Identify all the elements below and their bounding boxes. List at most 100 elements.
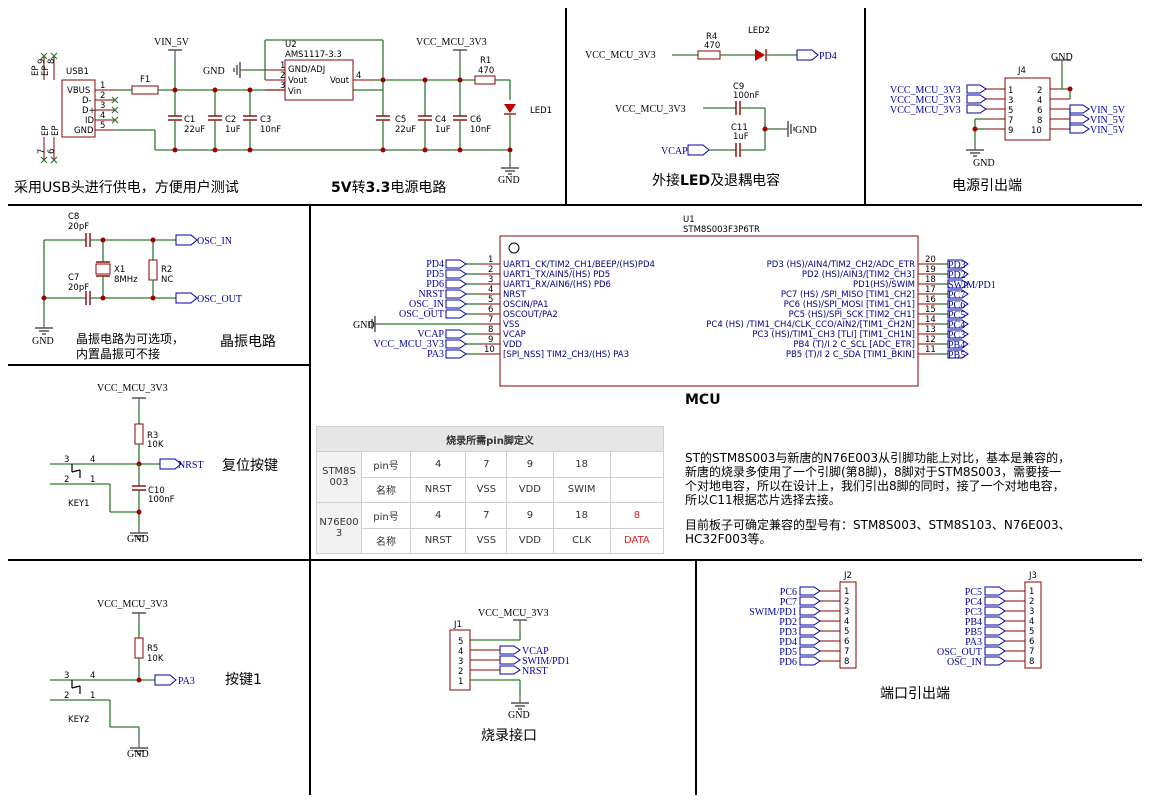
usb-ep-top-n8: 8 xyxy=(47,59,57,64)
mcu-pin-name: UART1_TX/AIN5/(HS) PD5 xyxy=(503,270,610,280)
mcu-net-label: PC6 xyxy=(948,300,965,311)
j4-net-r1: VIN_5V xyxy=(1090,105,1126,116)
c2-ref: C2 xyxy=(225,115,236,125)
c9-val: 100nF xyxy=(733,91,760,101)
prog-caption: 烧录接口 xyxy=(481,727,537,744)
port-net-label: PB4 xyxy=(965,617,982,628)
port-pin-num: 4 xyxy=(1029,617,1034,627)
j1-ref: J1 xyxy=(453,620,462,630)
usb-pin-dm: D- xyxy=(82,96,92,106)
mcu-pin-num: 8 xyxy=(488,325,493,335)
x1-val: 8MHz xyxy=(114,275,138,285)
osc-in-label: OSC_IN xyxy=(197,236,232,247)
programming-header-section: VCC_MCU_3V3 J1 5 4 3 2 1 VCAP SWIM/PD1 N… xyxy=(449,608,570,744)
usb-pin-gnd: GND xyxy=(74,126,94,136)
j4-ref: J4 xyxy=(1017,66,1026,76)
port-net-label: PB5 xyxy=(965,627,982,638)
c4-val: 1uF xyxy=(435,125,451,135)
j4-net-l1: VCC_MCU_3V3 xyxy=(890,85,961,96)
note-1-line-2: 新唐的烧录多使用了一个引脚(第8脚)，8脚对于STM8S003，需要接一 xyxy=(685,464,1061,479)
usb-num-1: 1 xyxy=(100,81,105,91)
port-pin-num: 1 xyxy=(1029,587,1034,597)
port-net-tag xyxy=(799,636,821,646)
mcu-pin-num: 10 xyxy=(484,345,495,355)
pd4-net-tag xyxy=(796,49,819,61)
pin-table-cell: 9 xyxy=(506,502,554,529)
j1-num-4: 4 xyxy=(458,647,463,657)
crystal-caption: 晶振电路 xyxy=(220,334,276,350)
c9-ref: C9 xyxy=(733,82,744,92)
c10-val: 100nF xyxy=(148,495,175,505)
usb-caption: 采用USB头进行供电，方便用户测试 xyxy=(14,179,239,196)
vcc33-label-reset: VCC_MCU_3V3 xyxy=(97,383,168,394)
port-net-label: PC7 xyxy=(780,597,797,608)
fuse-ref: F1 xyxy=(140,75,150,85)
pin-table-cell: 18 xyxy=(552,451,611,478)
mcu-pin-num: 6 xyxy=(488,305,493,315)
port-net-tag xyxy=(984,656,1006,666)
u2-num-3: 3 xyxy=(280,81,285,91)
port-pin-num: 6 xyxy=(844,637,849,647)
power-header-section: J4 1 3 5 7 9 2 4 6 8 10 VCC_MCU_3V3 VCC_… xyxy=(890,52,1126,194)
pin-table-cell: 9 xyxy=(506,451,554,478)
mcu-pin-num: 17 xyxy=(925,285,936,295)
pin-table-cell: NRST xyxy=(409,527,467,554)
mcu-pin-name: [SPI_NSS] TIM2_CH3/(HS) PA3 xyxy=(503,350,629,360)
c3-ref: C3 xyxy=(260,115,271,125)
port-net-tag xyxy=(799,606,821,616)
crystal-note-2: 内置晶振可不接 xyxy=(76,346,160,361)
u2-num-4: 4 xyxy=(356,71,361,81)
port-pin-num: 3 xyxy=(1029,607,1034,617)
mcu-net-label: PD2 xyxy=(948,270,966,281)
ldo-caption: 5V转3.3电源电路 xyxy=(331,180,446,196)
vcc33-label-led: VCC_MCU_3V3 xyxy=(585,50,656,61)
resistor-r3 xyxy=(134,423,144,445)
j1-num-5: 5 xyxy=(458,637,463,647)
r2-val: NC xyxy=(161,275,173,285)
j4-net-r2: VIN_5V xyxy=(1090,115,1126,126)
port-net-label: PD5 xyxy=(779,647,797,658)
r5-val: 10K xyxy=(147,654,164,664)
mcu-net-label: VCC_MCU_3V3 xyxy=(373,339,444,350)
mcu-net-label: VCAP xyxy=(417,329,444,340)
key1-n1: 1 xyxy=(90,475,95,485)
mcu-net-label: PC5 xyxy=(948,310,965,321)
osc-out-label: OSC_OUT xyxy=(197,294,242,305)
mcu-pin-name: UART1_RX/AIN6/(HS) PD6 xyxy=(503,280,611,290)
mcu-pin-name: NRST xyxy=(503,290,527,300)
nrst-label-reset: NRST xyxy=(178,460,204,471)
note-1-line-4: 所以C11根据芯片选择去接。 xyxy=(685,492,841,507)
mcu-pin-num: 11 xyxy=(925,345,936,355)
mcu-net-label: PD3 xyxy=(948,260,966,271)
mcu-net-tag xyxy=(445,269,467,279)
mcu-pin-num: 9 xyxy=(488,335,493,345)
u2-pin-gnd: GND/ADJ xyxy=(288,65,325,75)
led1-symbol xyxy=(504,104,516,113)
pin-table-cell: NRST xyxy=(409,476,467,503)
mcu-pin-num: 20 xyxy=(925,255,936,265)
header-j4 xyxy=(1004,77,1051,141)
section-frames xyxy=(8,8,1142,795)
j1-num-1: 1 xyxy=(458,677,463,687)
mcu-pin-name: VSS xyxy=(503,320,520,330)
mcu-pin-num: 13 xyxy=(925,325,936,335)
pin-table-cell: VDD xyxy=(506,476,554,503)
port-headers-section: J2 J3 端口引出端 1PC62PC73SWIM/PD14PD25PD36PD… xyxy=(749,571,1042,702)
r1-ref: R1 xyxy=(480,56,491,66)
mcu-pin-name: PC3 (HS)/TIM1_CH3 [TLI] [TIM1_CH1N] xyxy=(752,330,915,340)
x1-ref: X1 xyxy=(114,265,125,275)
u2-ref: U2 xyxy=(285,40,297,50)
usb-power-section: USB1 VBUS D- D+ ID GND 1 2 3 4 5 EP EP 9… xyxy=(14,37,552,196)
port-pin-num: 1 xyxy=(844,587,849,597)
gnd-label-xtal: GND xyxy=(32,336,54,347)
mcu-pin-num: 14 xyxy=(925,315,936,325)
pin-table-cell: SWIM xyxy=(552,476,611,503)
reset-section: VCC_MCU_3V3 R3 10K NRST 3 4 2 1 KEY1 C10… xyxy=(50,383,278,545)
gnd-label-u2: GND xyxy=(203,66,225,77)
mcu-net-tag xyxy=(947,269,969,279)
mcu-net-tag xyxy=(947,329,969,339)
key2-n1: 1 xyxy=(90,691,95,701)
mcu-net-label: PC4 xyxy=(948,320,965,331)
pin-table-cell: VDD xyxy=(506,527,554,554)
key1-n3: 3 xyxy=(64,455,69,465)
